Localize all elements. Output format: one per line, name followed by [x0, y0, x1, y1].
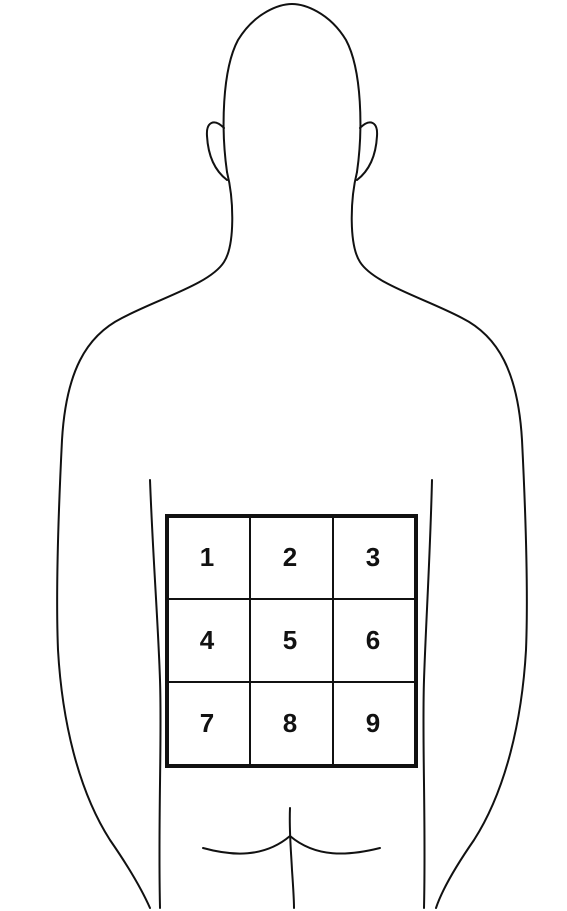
right-torso-edge	[423, 480, 432, 908]
gluteal-cleft-line	[290, 808, 294, 908]
left-gluteal-line	[203, 836, 290, 854]
lumbar-region-grid: 1 2 3 4 5 6 7 8 9	[167, 516, 416, 766]
right-gluteal-line	[290, 836, 380, 854]
right-body-outline	[352, 172, 527, 908]
region-label-9: 9	[366, 708, 380, 738]
left-torso-edge	[150, 480, 161, 908]
region-label-2: 2	[283, 542, 297, 572]
region-label-8: 8	[283, 708, 297, 738]
left-body-outline	[57, 172, 232, 908]
head-outline	[224, 4, 361, 172]
region-label-5: 5	[283, 625, 297, 655]
region-label-7: 7	[200, 708, 214, 738]
region-label-1: 1	[200, 542, 214, 572]
region-label-4: 4	[200, 625, 215, 655]
region-label-3: 3	[366, 542, 380, 572]
region-label-6: 6	[366, 625, 380, 655]
